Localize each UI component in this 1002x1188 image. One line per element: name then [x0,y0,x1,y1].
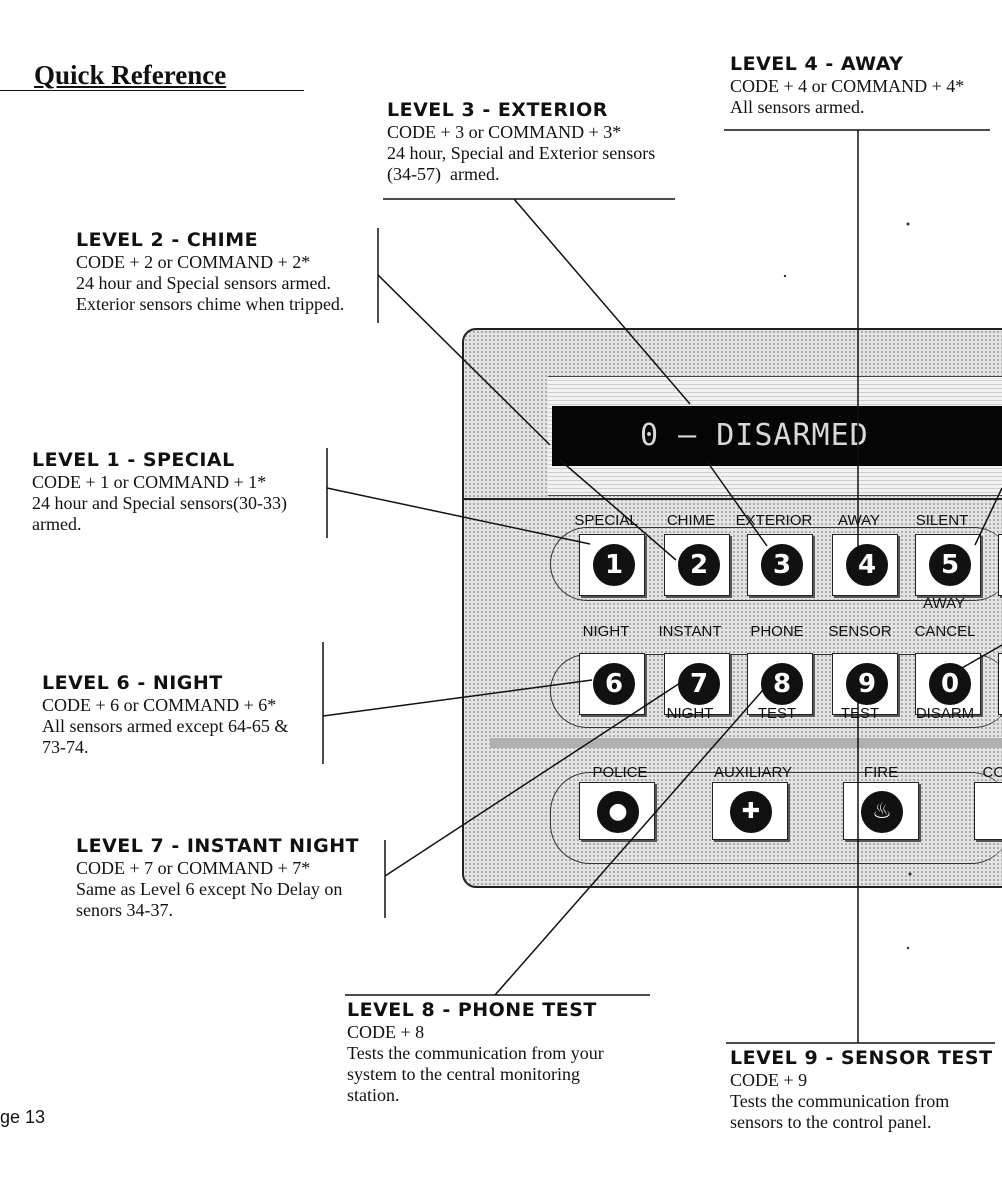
key-1-face: 1 [593,544,635,586]
key-partial-right-row1[interactable] [998,534,1002,596]
level-8-heading: LEVEL 8 - PHONE TEST [347,999,597,1021]
title-underline [0,90,304,91]
key-1[interactable]: 1 [579,534,645,596]
level-7-heading: LEVEL 7 - INSTANT NIGHT [76,835,360,857]
level-7-line: senors 34-37. [76,900,173,920]
key-2[interactable]: 2 [664,534,730,596]
level-2-heading: LEVEL 2 - CHIME [76,229,259,251]
key-label-silent: SILENT [915,512,969,529]
key-7[interactable]: 7 [664,653,730,715]
police-key[interactable]: ● [579,782,655,840]
level-8-line: CODE + 8 [347,1022,425,1042]
level-9-line: sensors to the control panel. [730,1112,932,1132]
level-7-block: LEVEL 7 - INSTANT NIGHT CODE + 7 or COMM… [76,834,359,921]
key-sublabel-disarm: DISARM [915,705,975,722]
key-label-sensor: SENSOR [828,623,892,640]
level-4-line: CODE + 4 or COMMAND + 4* [730,76,965,96]
panel-strip [490,738,1002,748]
key-label-chime: CHIME [666,512,716,529]
key-sublabel-phone-test: TEST [757,705,797,722]
key-4-face: 4 [846,544,888,586]
key-row-3-outline [550,772,1002,864]
key-6[interactable]: 6 [579,653,645,715]
page-title: Quick Reference [34,60,227,90]
key-9-face: 9 [846,663,888,705]
level-7-line: Same as Level 6 except No Delay on [76,879,343,899]
level-3-line: 24 hour, Special and Exterior sensors [387,143,656,163]
key-row-1-outline [550,527,1002,601]
key-8[interactable]: 8 [747,653,813,715]
level-8-line: station. [347,1085,400,1105]
key-5[interactable]: 5 [915,534,981,596]
key-label-auxiliary: AUXILIARY [713,764,793,781]
com-key-partial[interactable] [974,782,1002,840]
level-9-heading: LEVEL 9 - SENSOR TEST [730,1047,993,1069]
level-2-line: Exterior sensors chime when tripped. [76,294,345,314]
key-label-instant: INSTANT [658,623,722,640]
level-4-heading: LEVEL 4 - AWAY [730,53,904,75]
key-label-night: NIGHT [582,623,630,640]
key-label-exterior: EXTERIOR [735,512,813,529]
level-6-heading: LEVEL 6 - NIGHT [42,672,223,694]
level-8-block: LEVEL 8 - PHONE TEST CODE + 8 Tests the … [347,998,604,1106]
key-label-com: COM [982,764,1002,781]
level-3-block: LEVEL 3 - EXTERIOR CODE + 3 or COMMAND +… [387,98,655,185]
key-7-face: 7 [678,663,720,705]
level-6-line: All sensors armed except 64-65 & [42,716,289,736]
level-2-block: LEVEL 2 - CHIME CODE + 2 or COMMAND + 2*… [76,228,344,315]
key-label-away: AWAY [838,512,880,529]
key-3-face: 3 [761,544,803,586]
key-4[interactable]: 4 [832,534,898,596]
level-7-line: CODE + 7 or COMMAND + 7* [76,858,311,878]
key-label-cancel: CANCEL [914,623,976,640]
key-0-face: 0 [929,663,971,705]
fire-flame-icon: ♨ [861,791,903,833]
level-3-heading: LEVEL 3 - EXTERIOR [387,99,608,121]
key-5-face: 5 [929,544,971,586]
level-3-line: CODE + 3 or COMMAND + 3* [387,122,622,142]
key-label-phone: PHONE [750,623,804,640]
level-6-block: LEVEL 6 - NIGHT CODE + 6 or COMMAND + 6*… [42,671,288,758]
level-8-line: system to the central monitoring [347,1064,580,1084]
key-9[interactable]: 9 [832,653,898,715]
key-sublabel-sensor-test: TEST [840,705,880,722]
keypad-display [552,406,1002,466]
key-label-special: SPECIAL [574,512,638,529]
auxiliary-key[interactable]: ✚ [712,782,788,840]
auxiliary-cross-icon: ✚ [730,791,772,833]
key-sublabel-night: NIGHT [666,705,714,722]
level-1-block: LEVEL 1 - SPECIAL CODE + 1 or COMMAND + … [32,448,287,535]
panel-divider [462,498,1002,500]
key-label-fire: FIRE [863,764,899,781]
level-1-heading: LEVEL 1 - SPECIAL [32,449,235,471]
police-badge-icon: ● [597,791,639,833]
key-partial-right-row2[interactable] [998,653,1002,715]
key-label-police: POLICE [592,764,648,781]
level-6-line: 73-74. [42,737,89,757]
level-3-line: (34-57) armed. [387,164,500,184]
key-sublabel-away: AWAY [923,595,965,612]
level-6-line: CODE + 6 or COMMAND + 6* [42,695,277,715]
level-4-block: LEVEL 4 - AWAY CODE + 4 or COMMAND + 4* … [730,52,964,118]
level-1-line: 24 hour and Special sensors(30-33) [32,493,287,513]
key-2-face: 2 [678,544,720,586]
level-2-line: CODE + 2 or COMMAND + 2* [76,252,311,272]
page-number: ge 13 [0,1107,46,1127]
level-9-block: LEVEL 9 - SENSOR TEST CODE + 9 Tests the… [730,1046,993,1133]
key-3[interactable]: 3 [747,534,813,596]
fire-key[interactable]: ♨ [843,782,919,840]
level-2-line: 24 hour and Special sensors armed. [76,273,331,293]
display-readout: 0 — DISARMED [640,418,869,453]
level-4-line: All sensors armed. [730,97,865,117]
level-9-line: CODE + 9 [730,1070,808,1090]
key-6-face: 6 [593,663,635,705]
key-8-face: 8 [761,663,803,705]
level-1-line: CODE + 1 or COMMAND + 1* [32,472,267,492]
level-1-line: armed. [32,514,82,534]
level-9-line: Tests the communication from [730,1091,950,1111]
level-8-line: Tests the communication from your [347,1043,604,1063]
